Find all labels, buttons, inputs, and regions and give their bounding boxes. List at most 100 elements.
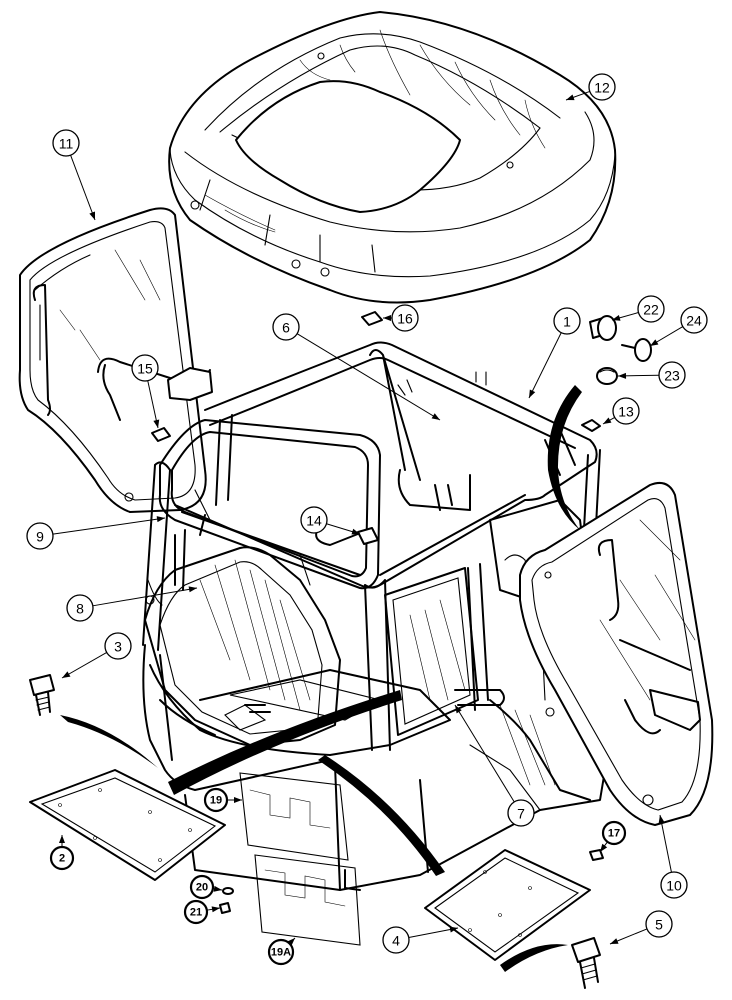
callout-label-8: 8 (76, 601, 84, 617)
callout-circle-16 (391, 304, 419, 332)
callout-circle-11 (52, 129, 80, 157)
callout-14: 14 (300, 506, 328, 534)
callout-circle-7 (507, 799, 535, 827)
callout-label-1: 1 (563, 314, 571, 330)
leader-line-9 (52, 517, 166, 535)
leader-arrowhead-11 (89, 211, 95, 220)
leader-line-3 (61, 652, 107, 679)
callout-11: 11 (52, 129, 80, 157)
callout-circle-17 (601, 820, 627, 846)
leader-line-8 (92, 587, 198, 607)
callout-circle-8 (66, 594, 94, 622)
callout-20: 20 (189, 874, 215, 900)
leader-arrowhead-16 (383, 315, 391, 321)
callout-label-3: 3 (114, 639, 122, 655)
callout-circle-3 (104, 632, 132, 660)
leader-arrowhead-5 (610, 938, 619, 944)
leader-arrowhead-1 (529, 389, 536, 398)
leader-line-6 (296, 333, 441, 421)
callout-label-14: 14 (306, 513, 322, 529)
callout-label-5: 5 (655, 917, 663, 933)
callout-19: 19 (203, 787, 229, 813)
callout-circle-13 (612, 397, 640, 425)
callout-circle-23 (658, 361, 686, 389)
leader-arrowhead-22 (612, 314, 621, 321)
shield-plate-19a (254, 854, 361, 946)
callout-6: 6 (272, 313, 300, 341)
callout-label-15: 15 (137, 361, 153, 377)
clip-15 (151, 427, 171, 442)
callout-5: 5 (645, 910, 673, 938)
callout-circle-6 (272, 313, 300, 341)
leader-lines (52, 90, 684, 946)
callout-label-16: 16 (397, 311, 413, 327)
clip-16 (361, 311, 383, 326)
leader-line-11 (70, 154, 96, 221)
callout-label-13: 13 (618, 404, 634, 420)
leader-arrowhead-12 (566, 94, 575, 101)
leader-arrowhead-20 (213, 885, 222, 892)
leader-arrowhead-10 (658, 815, 665, 824)
callout-22: 22 (637, 295, 665, 323)
callout-label-2: 2 (59, 853, 65, 865)
callout-label-7: 7 (517, 806, 525, 822)
leader-line-7 (454, 704, 515, 803)
leader-line-15 (147, 380, 159, 429)
callout-circle-1 (553, 307, 581, 335)
callout-label-20: 20 (196, 882, 208, 894)
screw-24 (621, 338, 652, 362)
callout-24: 24 (680, 306, 708, 334)
callout-13: 13 (612, 397, 640, 425)
clip-13 (581, 419, 601, 432)
bolt-5 (571, 937, 601, 989)
leader-arrowhead-14 (351, 528, 360, 535)
seal-strips (60, 385, 582, 972)
rivet-22 (589, 315, 617, 341)
callout-label-19a: 19A (271, 947, 291, 959)
leader-arrowhead-13 (603, 417, 612, 424)
callout-label-4: 4 (392, 933, 400, 949)
leader-arrowhead-9 (156, 516, 165, 523)
callout-circle-14 (300, 506, 328, 534)
callout-circle-21 (183, 899, 209, 925)
callout-label-10: 10 (666, 878, 682, 894)
leader-arrowhead-7 (455, 705, 462, 714)
roof-panel (168, 11, 617, 304)
callout-circle-12 (588, 73, 616, 101)
clip-14 (357, 527, 379, 545)
leader-line-1 (528, 332, 562, 399)
callout-circle-19 (203, 787, 229, 813)
leader-arrowhead-17 (600, 843, 608, 852)
callout-label-6: 6 (282, 320, 290, 336)
washer-20 (222, 887, 234, 895)
leader-arrowhead-15 (153, 419, 160, 428)
callout-15: 15 (131, 354, 159, 382)
callout-label-24: 24 (686, 313, 702, 329)
callout-label-11: 11 (59, 136, 74, 152)
callout-circle-9 (26, 522, 54, 550)
callout-label-12: 12 (594, 80, 610, 96)
nut-17 (589, 849, 604, 861)
callout-8: 8 (66, 594, 94, 622)
callout-9: 9 (26, 522, 54, 550)
callout-3: 3 (104, 632, 132, 660)
floor-plate-left (29, 769, 226, 881)
callout-circle-10 (660, 871, 688, 899)
shield-plate-19 (239, 772, 349, 861)
callout-circle-19a (267, 938, 295, 966)
callout-2: 2 (49, 845, 75, 871)
leader-line-4 (408, 927, 459, 939)
callout-16: 16 (391, 304, 419, 332)
callout-17: 17 (601, 820, 627, 846)
bolt-3 (29, 674, 55, 716)
leader-arrowhead-21 (211, 906, 220, 913)
leader-arrowhead-24 (650, 339, 659, 346)
callout-12: 12 (588, 73, 616, 101)
callout-circle-2 (49, 845, 75, 871)
leader-arrowhead-23 (618, 372, 627, 379)
leader-arrowhead-19 (234, 797, 242, 803)
callout-circle-22 (637, 295, 665, 323)
callout-21: 21 (183, 899, 209, 925)
